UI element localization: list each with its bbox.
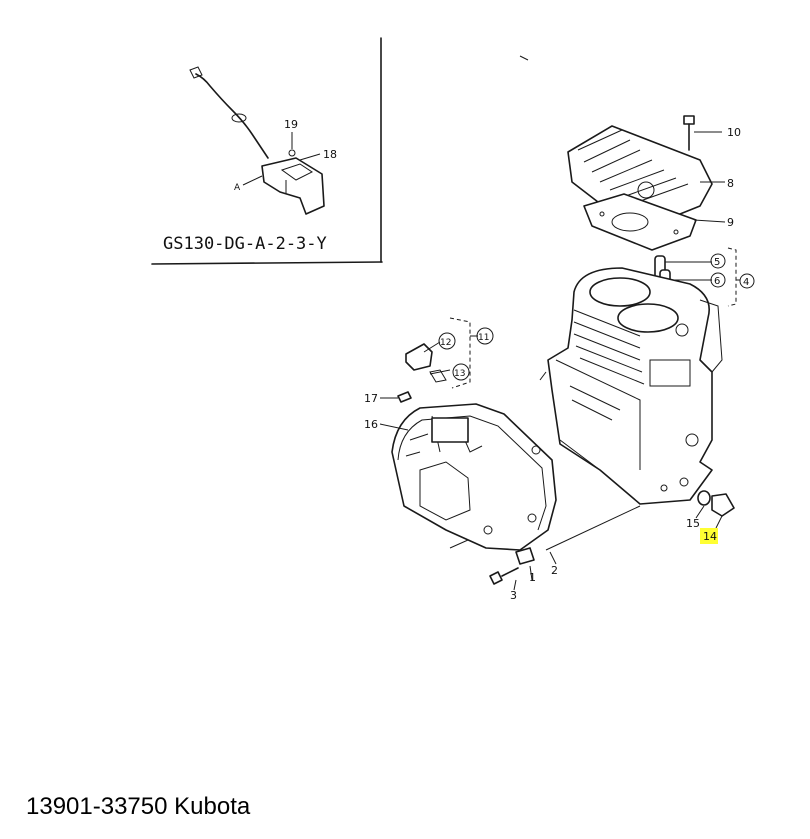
label-14: 14 xyxy=(703,530,717,543)
label-11: 11 xyxy=(478,333,489,343)
inset-label-a: A xyxy=(234,183,241,193)
head-gasket xyxy=(583,193,726,251)
label-15: 15 xyxy=(686,517,700,530)
label-14-highlight xyxy=(700,528,718,544)
inset-label-18: 18 xyxy=(323,148,337,161)
label-4: 4 xyxy=(743,277,749,288)
part-number-caption: 13901-33750 Kubota xyxy=(26,793,251,820)
label-10: 10 xyxy=(727,126,741,139)
inset-label-19: 19 xyxy=(284,118,298,131)
label-12: 12 xyxy=(440,338,451,348)
cylinder-head xyxy=(567,125,725,223)
label-9: 9 xyxy=(727,216,734,229)
label-6: 6 xyxy=(714,276,720,287)
oil-filler-cap xyxy=(405,317,478,389)
label-5: 5 xyxy=(714,257,720,268)
label-13: 13 xyxy=(454,369,465,379)
cylinder-block xyxy=(547,267,723,505)
head-bolt xyxy=(683,115,722,151)
label-8: 8 xyxy=(727,177,734,190)
crankcase-cover xyxy=(391,403,557,565)
label-1: 1 xyxy=(529,571,536,584)
label-3: 3 xyxy=(510,589,517,602)
label-16: 16 xyxy=(364,418,378,431)
label-2: 2 xyxy=(551,564,558,577)
label-17: 17 xyxy=(364,392,378,405)
inset-panel: 19 18 A GS130-DG-A-2-3-Y xyxy=(151,37,383,265)
oil-drain-plug xyxy=(695,490,735,529)
cover-bolt xyxy=(489,567,519,591)
inset-code: GS130-DG-A-2-3-Y xyxy=(163,234,327,254)
